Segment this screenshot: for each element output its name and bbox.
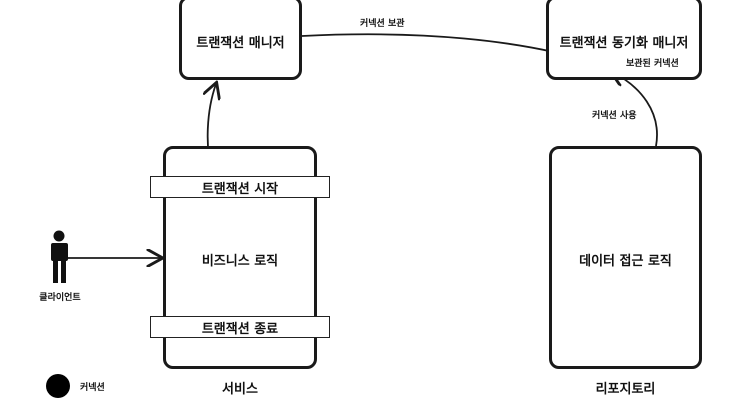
legend-connection-dot	[46, 374, 70, 398]
use-connection-label: 커넥션 사용	[592, 111, 637, 121]
tx-end-bar: 트랜잭션 종료	[150, 316, 330, 338]
repository-box	[549, 146, 702, 369]
repository-label: 리포지토리	[595, 382, 656, 397]
business-logic-label: 비즈니스 로직	[201, 254, 279, 269]
stored-connection-label: 보관된 커넥션	[626, 59, 679, 69]
tx-sync-manager-title: 트랜잭션 동기화 매니저	[559, 36, 689, 51]
tx-sync-manager-box	[546, 0, 702, 80]
tx-manager-title: 트랜잭션 매니저	[196, 36, 285, 51]
tx-start-bar: 트랜잭션 시작	[150, 176, 330, 198]
store-connection-label: 커넥션 보관	[360, 19, 405, 29]
tx-manager-box	[179, 0, 302, 80]
service-label: 서비스	[222, 382, 258, 397]
data-access-logic-label: 데이터 접근 로직	[579, 254, 672, 269]
client-label: 클라이언트	[39, 293, 81, 303]
person-icon	[51, 230, 68, 283]
legend-connection-label: 커넥션	[80, 383, 105, 393]
